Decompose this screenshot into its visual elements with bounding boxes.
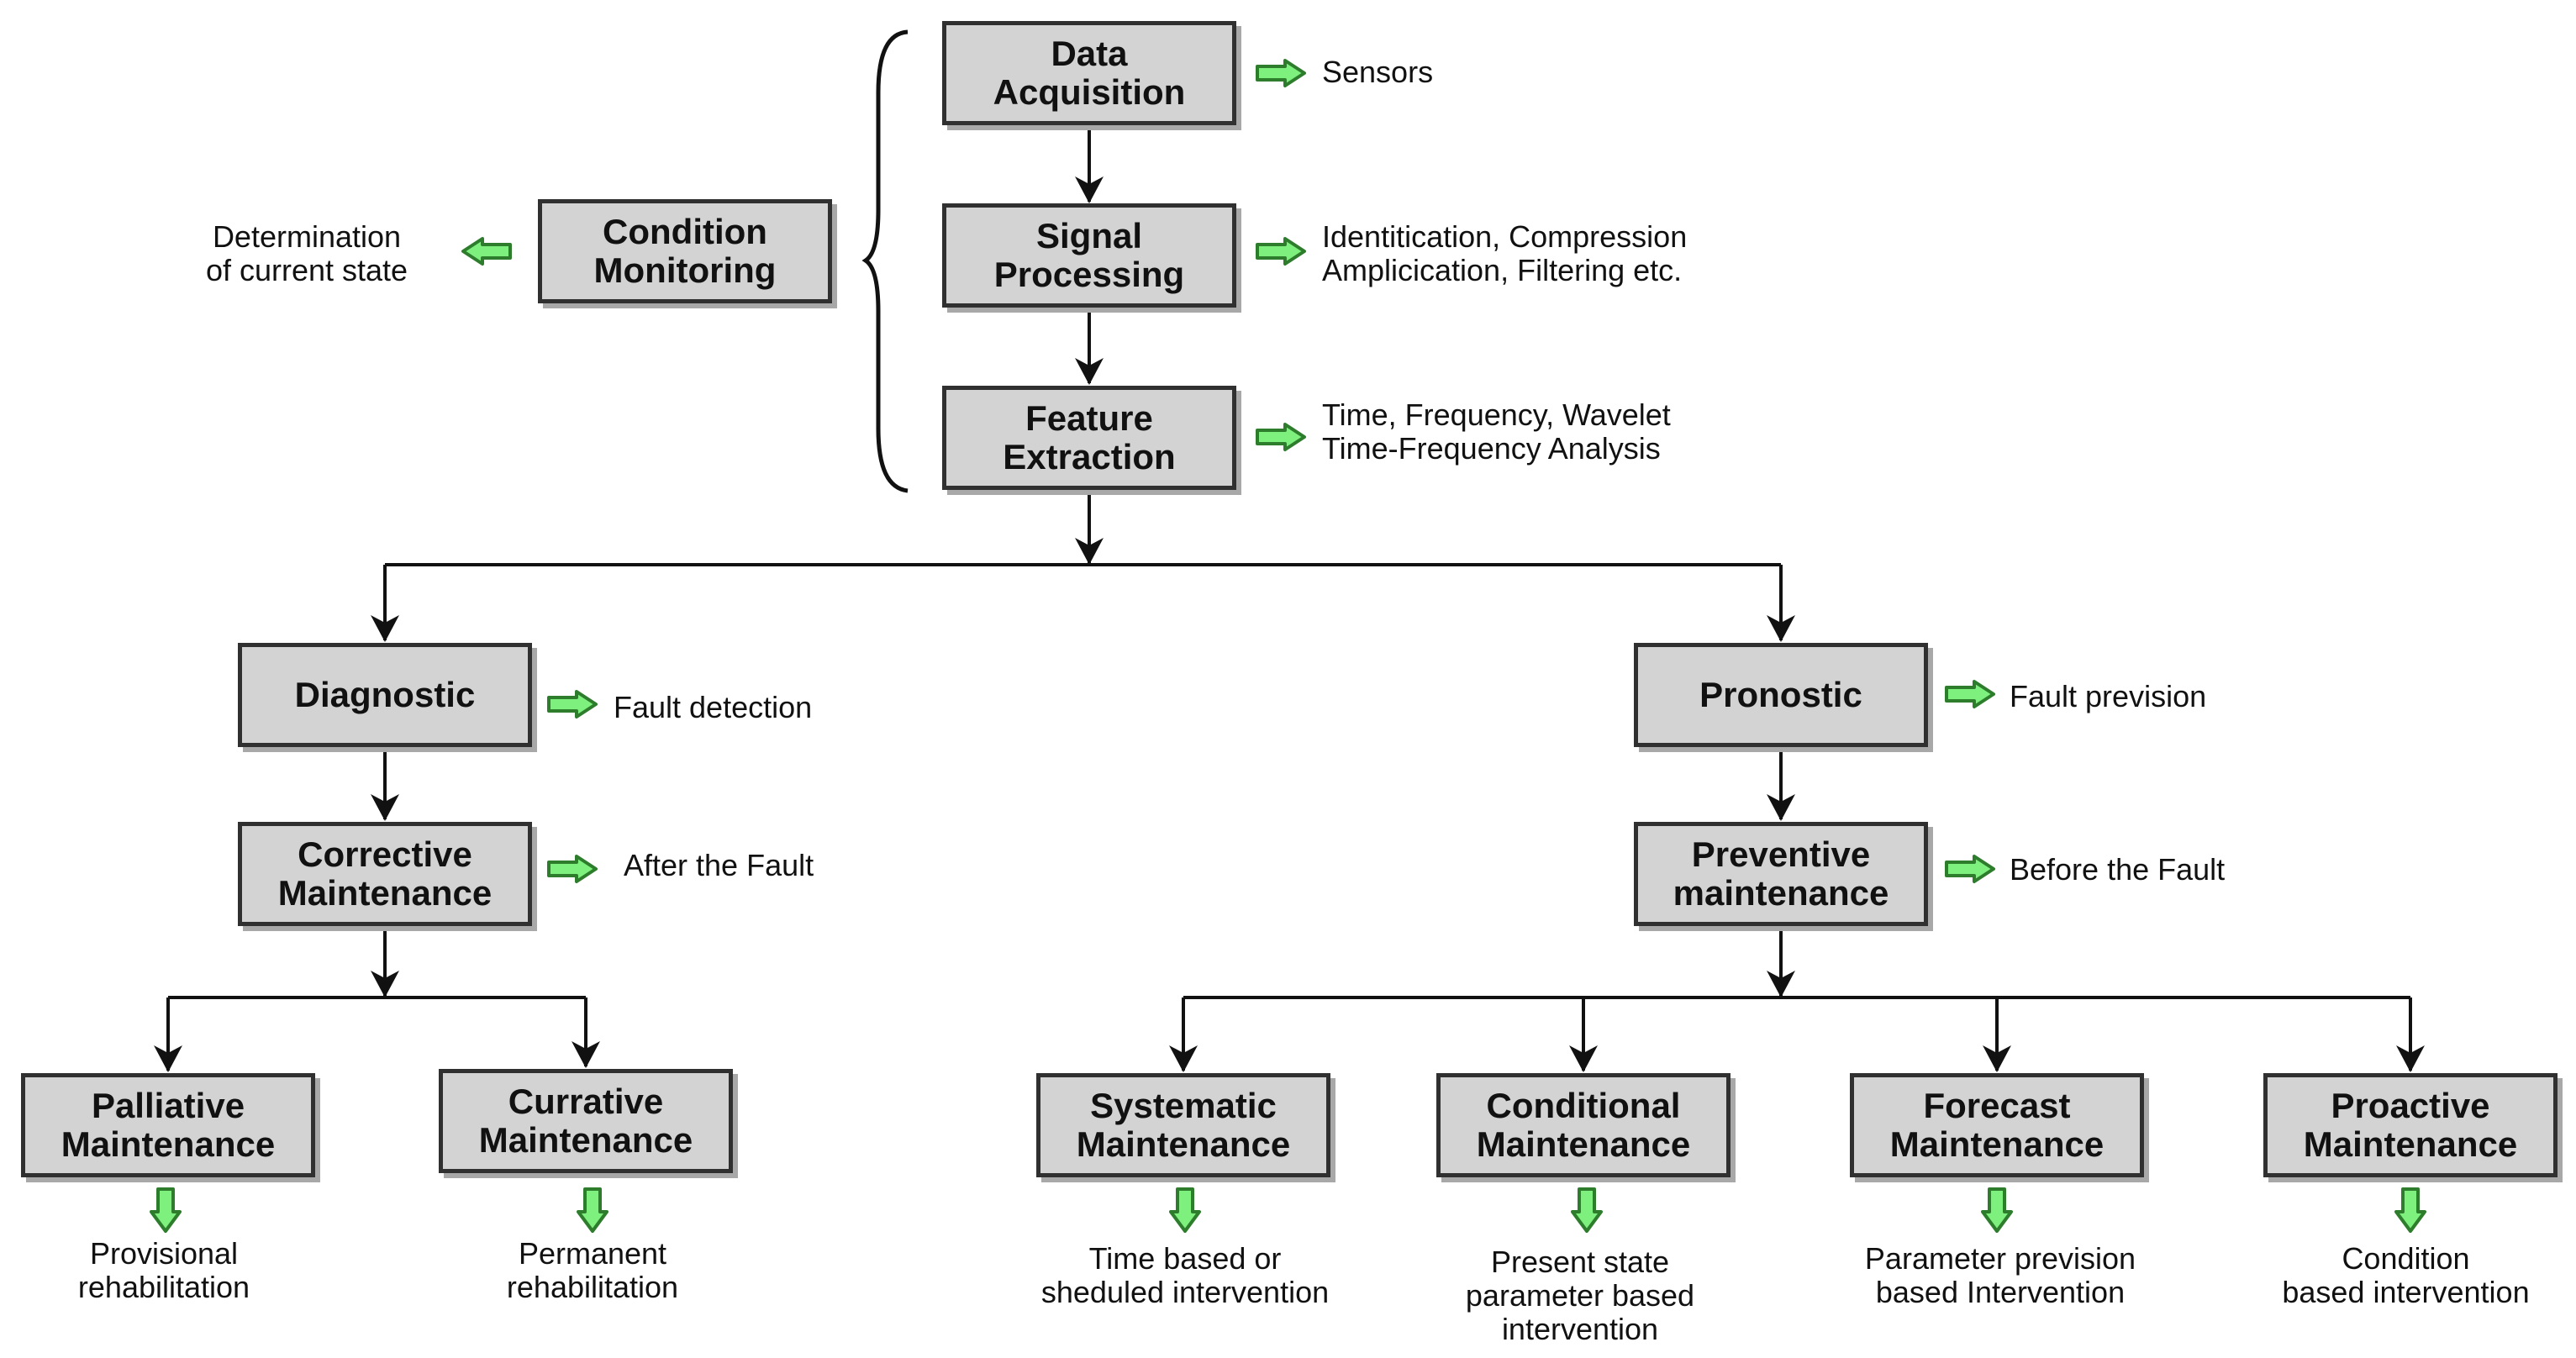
feature-extraction-box: Feature Extraction [942,386,1236,490]
green-arrow-right-icon [547,855,598,883]
current-state-note: Determination of current state [205,219,408,287]
signal-processing-note: Identitication, Compression Amplicicatio… [1322,219,1688,287]
green-arrow-down-icon [577,1187,608,1233]
data-acquisition-box: Data Acquisition [942,21,1236,125]
parameter-prevision-note: Parameter prevision based Intervention [1864,1241,2136,1309]
provisional-rehabilitation-note: Provisional rehabilitation [77,1236,250,1304]
before-fault-note: Before the Fault [2010,852,2226,887]
curly-brace [861,29,909,493]
present-state-note: Present state parameter based interventi… [1465,1245,1695,1346]
green-arrow-down-icon [1981,1187,2013,1233]
green-arrow-right-icon [1256,423,1306,451]
preventive-maintenance-box: Preventive maintenance [1634,822,1928,926]
green-arrow-down-icon [1571,1187,1603,1233]
permanent-rehabilitation-note: Permanent rehabilitation [506,1236,679,1304]
green-arrow-right-icon [1945,680,1995,708]
condition-monitoring-box: Condition Monitoring [538,199,832,303]
sensors-note: Sensors [1322,55,1434,89]
conditional-maintenance-box: Conditional Maintenance [1436,1073,1731,1177]
green-arrow-right-icon [1256,237,1306,266]
time-based-note: Time based or sheduled intervention [1040,1241,1330,1309]
forecast-maintenance-box: Forecast Maintenance [1850,1073,2144,1177]
after-fault-note: After the Fault [624,848,814,882]
green-arrow-left-icon [461,237,512,266]
systematic-maintenance-box: Systematic Maintenance [1036,1073,1330,1177]
condition-based-note: Condition based intervention [2282,1241,2530,1309]
green-arrow-right-icon [1945,855,1995,883]
proactive-maintenance-box: Proactive Maintenance [2263,1073,2558,1177]
green-arrow-down-icon [1169,1187,1201,1233]
green-arrow-down-icon [150,1187,182,1233]
green-arrow-down-icon [2394,1187,2426,1233]
currative-maintenance-box: Currative Maintenance [439,1069,733,1173]
palliative-maintenance-box: Palliative Maintenance [21,1073,315,1177]
fault-detection-note: Fault detection [614,690,813,724]
signal-processing-box: Signal Processing [942,203,1236,308]
pronostic-box: Pronostic [1634,643,1928,747]
diagnostic-box: Diagnostic [238,643,532,747]
corrective-maintenance-box: Corrective Maintenance [238,822,532,926]
green-arrow-right-icon [1256,59,1306,87]
green-arrow-right-icon [547,690,598,718]
fault-prevision-note: Fault prevision [2010,679,2207,713]
feature-extraction-note: Time, Frequency, Wavelet Time-Frequency … [1322,397,1671,466]
